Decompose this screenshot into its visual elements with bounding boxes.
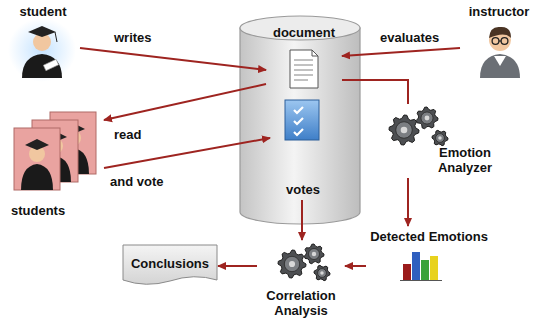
instructor-icon: [480, 27, 520, 78]
flow-arrow: [218, 265, 257, 267]
actor-instructor: instructor: [460, 1, 538, 79]
flow-arrow: [407, 178, 409, 226]
flow-arrow: [80, 48, 266, 70]
process-gears: Correlation Analysis: [257, 240, 345, 321]
document-store: document: [266, 22, 342, 92]
actor-students: students: [8, 108, 104, 221]
votes-icon: [285, 100, 319, 140]
flow-arrow: [342, 80, 408, 104]
database-cylinder: [240, 16, 360, 224]
node-label: Detected Emotions: [370, 229, 488, 244]
node-label: student: [20, 4, 67, 19]
node-label: votes: [286, 182, 320, 197]
students-icon: [14, 112, 96, 190]
student-icon: [8, 18, 76, 82]
actor-student: student: [6, 1, 80, 79]
flow-arrow: [301, 200, 303, 240]
flow-arrow: [104, 138, 270, 168]
chart-node: Detected Emotions: [366, 226, 492, 284]
edge-label: and vote: [108, 174, 165, 189]
correlation-gears: [278, 244, 330, 281]
votes-store: votes: [270, 96, 336, 200]
flow-arrow: [345, 265, 366, 267]
node-label: document: [273, 25, 335, 40]
edge-label: writes: [112, 30, 154, 45]
flow-arrow: [104, 84, 266, 120]
flow-arrow: [342, 48, 460, 56]
document-shape: Conclusions: [122, 244, 218, 288]
edge-label: read: [112, 127, 143, 142]
emotion-bar-chart: [400, 252, 442, 281]
node-label: students: [11, 203, 65, 218]
process-gears: Emotion Analyzer: [388, 104, 508, 178]
document-icon: [290, 50, 318, 88]
node-label: Correlation Analysis: [260, 288, 342, 318]
node-label: Conclusions: [131, 256, 209, 271]
node-label: Emotion Analyzer: [425, 145, 505, 175]
emotion-analyzer-gears: [389, 107, 448, 146]
edge-label: evaluates: [378, 30, 441, 45]
node-label: instructor: [469, 4, 530, 19]
